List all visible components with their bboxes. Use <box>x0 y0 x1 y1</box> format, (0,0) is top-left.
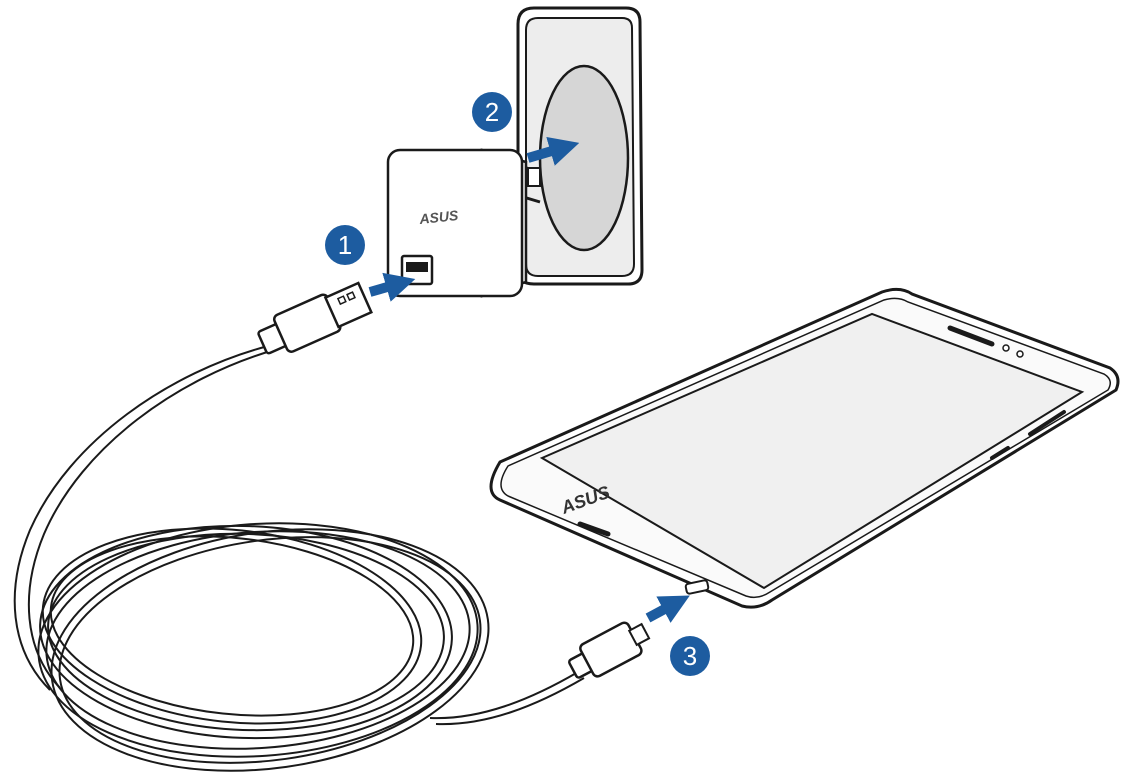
tablet-screen <box>539 312 1085 590</box>
tablet: ASUS <box>489 287 1120 609</box>
arrow-step-3 <box>645 595 690 623</box>
arrow-step-1 <box>368 272 416 302</box>
step-badge-circle <box>325 225 365 265</box>
micro-usb-plug <box>568 621 651 679</box>
usb-a-hole <box>346 291 356 302</box>
step-number: 2 <box>485 97 499 127</box>
usb-a-metal-tip <box>323 281 373 329</box>
tablet-volume-button <box>1028 410 1066 436</box>
tablet-earpiece <box>947 325 995 347</box>
tablet-speaker-grille <box>577 521 611 537</box>
adapter-usb-port-inner <box>406 262 428 272</box>
arrow-step-2 <box>526 136 580 166</box>
step-badge-3: 3 <box>670 636 710 676</box>
usb-cable <box>13 345 585 772</box>
tablet-sensor <box>1016 350 1024 358</box>
step-badge-circle <box>472 92 512 132</box>
adapter-prong-hole <box>527 167 541 187</box>
usb-a-hole <box>336 295 347 306</box>
usb-a-plug <box>257 281 373 355</box>
tablet-micro-usb-port <box>684 579 710 595</box>
power-adapter: ASUS <box>386 148 541 298</box>
step-badge-circle <box>670 636 710 676</box>
tablet-power-button <box>990 446 1010 460</box>
step-badge-2: 2 <box>472 92 512 132</box>
micro-usb-tip <box>627 622 651 647</box>
step-badge-1: 1 <box>325 225 365 265</box>
step-number: 3 <box>683 641 697 671</box>
adapter-logo: ASUS <box>418 207 460 227</box>
wall-outlet <box>516 6 644 286</box>
step-number: 1 <box>338 230 352 260</box>
direction-arrows <box>368 136 690 623</box>
wall-socket <box>538 64 630 252</box>
tablet-camera <box>1002 344 1010 352</box>
